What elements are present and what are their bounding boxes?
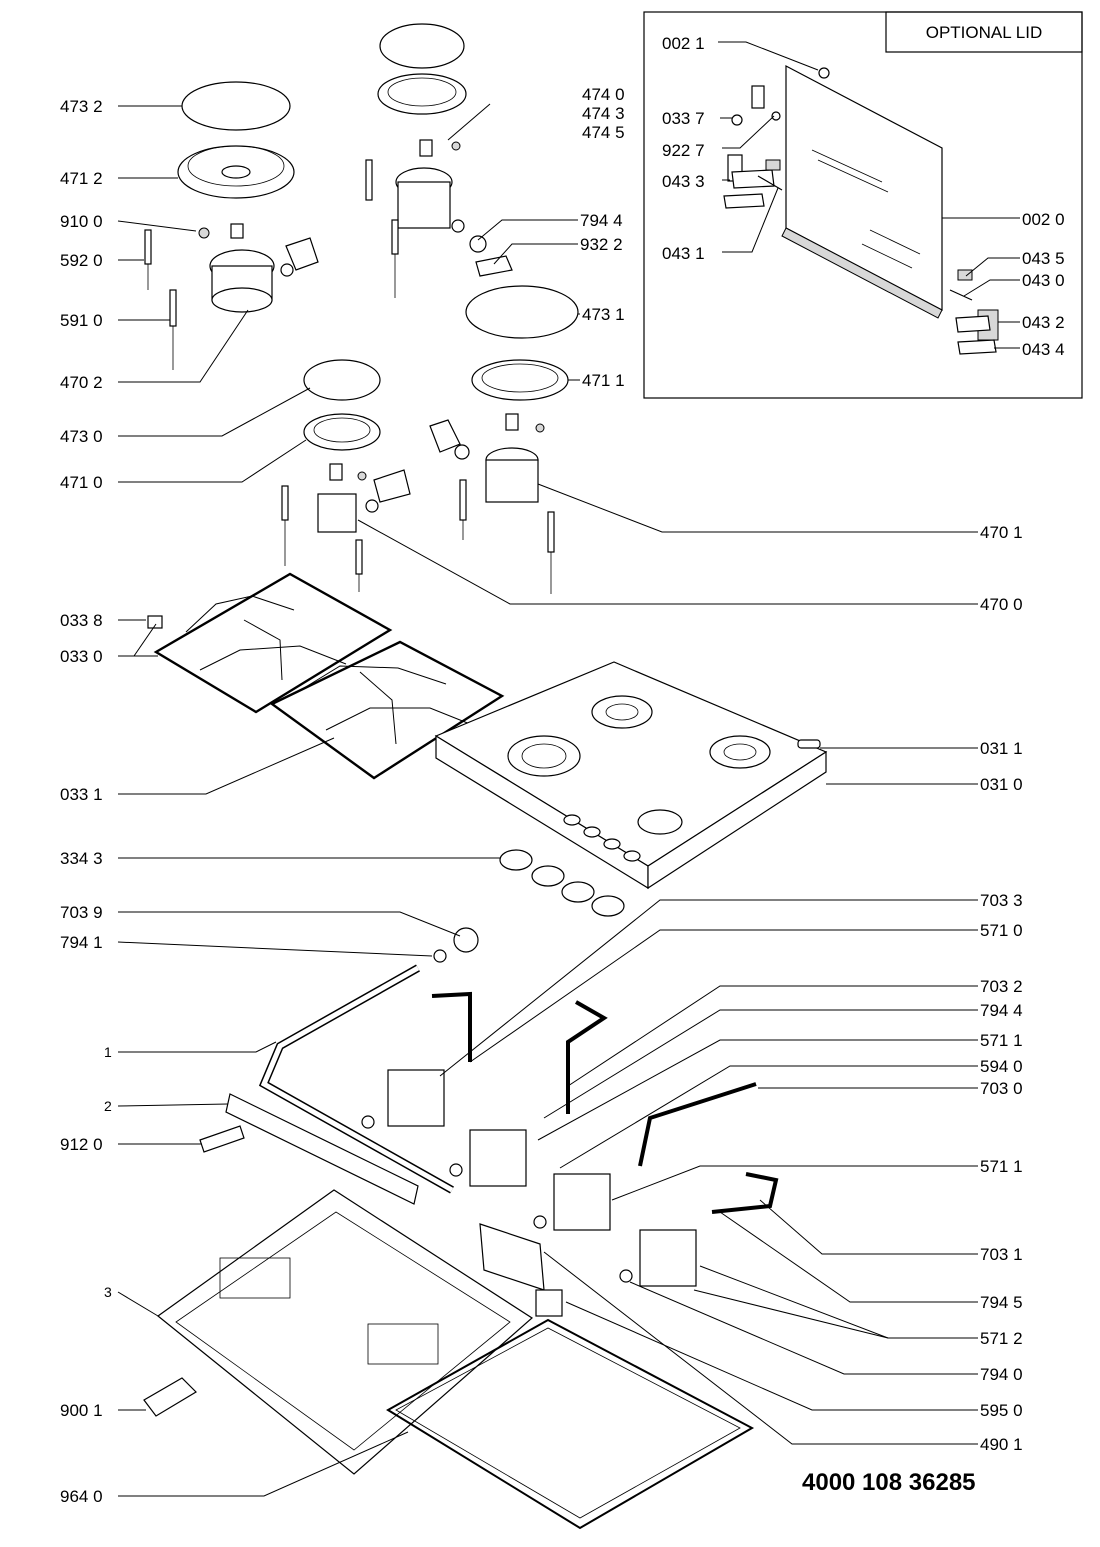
label-5950: 595 0: [980, 1401, 1023, 1420]
pan-support-drawings: [147, 572, 505, 780]
lid-hinge-parts: [723, 85, 999, 355]
label-7940: 794 0: [980, 1365, 1023, 1384]
label-5920: 592 0: [60, 251, 103, 270]
label-4702: 470 2: [60, 373, 103, 392]
label-0434: 043 4: [1022, 340, 1065, 359]
label-4712: 471 2: [60, 169, 103, 188]
label-9322: 932 2: [580, 235, 623, 254]
label-4730: 473 0: [60, 427, 103, 446]
label-9100: 910 0: [60, 212, 103, 231]
label-4740: 474 0: [582, 85, 625, 104]
label-9120: 912 0: [60, 1135, 103, 1154]
control-knobs-drawing: [499, 849, 625, 917]
label-4745: 474 5: [582, 123, 625, 142]
label-0430: 043 0: [1022, 271, 1065, 290]
label-7033: 703 3: [980, 891, 1023, 910]
label-7039: 703 9: [60, 903, 103, 922]
label-7031: 703 1: [980, 1245, 1023, 1264]
label-0432: 043 2: [1022, 313, 1065, 332]
label-1: 1: [104, 1044, 112, 1060]
label-0331: 033 1: [60, 785, 103, 804]
hob-top-drawing: [434, 661, 828, 890]
label-0311: 031 1: [980, 739, 1023, 758]
label-7944b: 794 4: [980, 1001, 1023, 1020]
optional-lid-panel: OPTIONAL LID: [643, 11, 1083, 399]
glass-lid-drawing: [781, 65, 943, 319]
lid-leader-lines: [718, 41, 1020, 349]
label-4732: 473 2: [60, 97, 103, 116]
label-7944a: 794 4: [580, 211, 623, 230]
label-3343: 334 3: [60, 849, 103, 868]
label-0435: 043 5: [1022, 249, 1065, 268]
label-5910: 591 0: [60, 311, 103, 330]
label-0021: 002 1: [662, 34, 705, 53]
label-4701: 470 1: [980, 523, 1023, 542]
label-4901: 490 1: [980, 1435, 1023, 1454]
gas-rail-and-taps-drawing: [199, 927, 779, 1317]
label-5711a: 571 1: [980, 1031, 1023, 1050]
label-3: 3: [104, 1284, 112, 1300]
part-labels: 473 2 471 2 910 0 592 0 591 0 470 2 474 …: [60, 85, 1023, 1506]
label-4710: 471 0: [60, 473, 103, 492]
leader-lines: [117, 103, 978, 1497]
label-0020: 002 0: [1022, 210, 1065, 229]
label-5711b: 571 1: [980, 1157, 1023, 1176]
label-5710: 571 0: [980, 921, 1023, 940]
label-5712: 571 2: [980, 1329, 1023, 1348]
label-4743: 474 3: [582, 104, 625, 123]
label-7941: 794 1: [60, 933, 103, 952]
label-2: 2: [104, 1098, 112, 1114]
label-0433: 043 3: [662, 172, 705, 191]
label-4711: 471 1: [582, 371, 625, 390]
document-number: 4000 108 36285: [802, 1469, 976, 1496]
burner-drawings: [144, 23, 579, 594]
label-7945: 794 5: [980, 1293, 1023, 1312]
label-0330: 033 0: [60, 647, 103, 666]
label-9640: 964 0: [60, 1487, 103, 1506]
base-tray-drawing: [143, 1189, 755, 1530]
label-5940: 594 0: [980, 1057, 1023, 1076]
label-4700: 470 0: [980, 595, 1023, 614]
label-0431: 043 1: [662, 244, 705, 263]
label-7032: 703 2: [980, 977, 1023, 996]
label-9001: 900 1: [60, 1401, 103, 1420]
label-4731: 473 1: [582, 305, 625, 324]
label-0310: 031 0: [980, 775, 1023, 794]
label-0338: 033 8: [60, 611, 103, 630]
label-9227: 922 7: [662, 141, 705, 160]
optional-lid-title: OPTIONAL LID: [926, 23, 1043, 42]
label-0337: 033 7: [662, 109, 705, 128]
label-7030: 703 0: [980, 1079, 1023, 1098]
